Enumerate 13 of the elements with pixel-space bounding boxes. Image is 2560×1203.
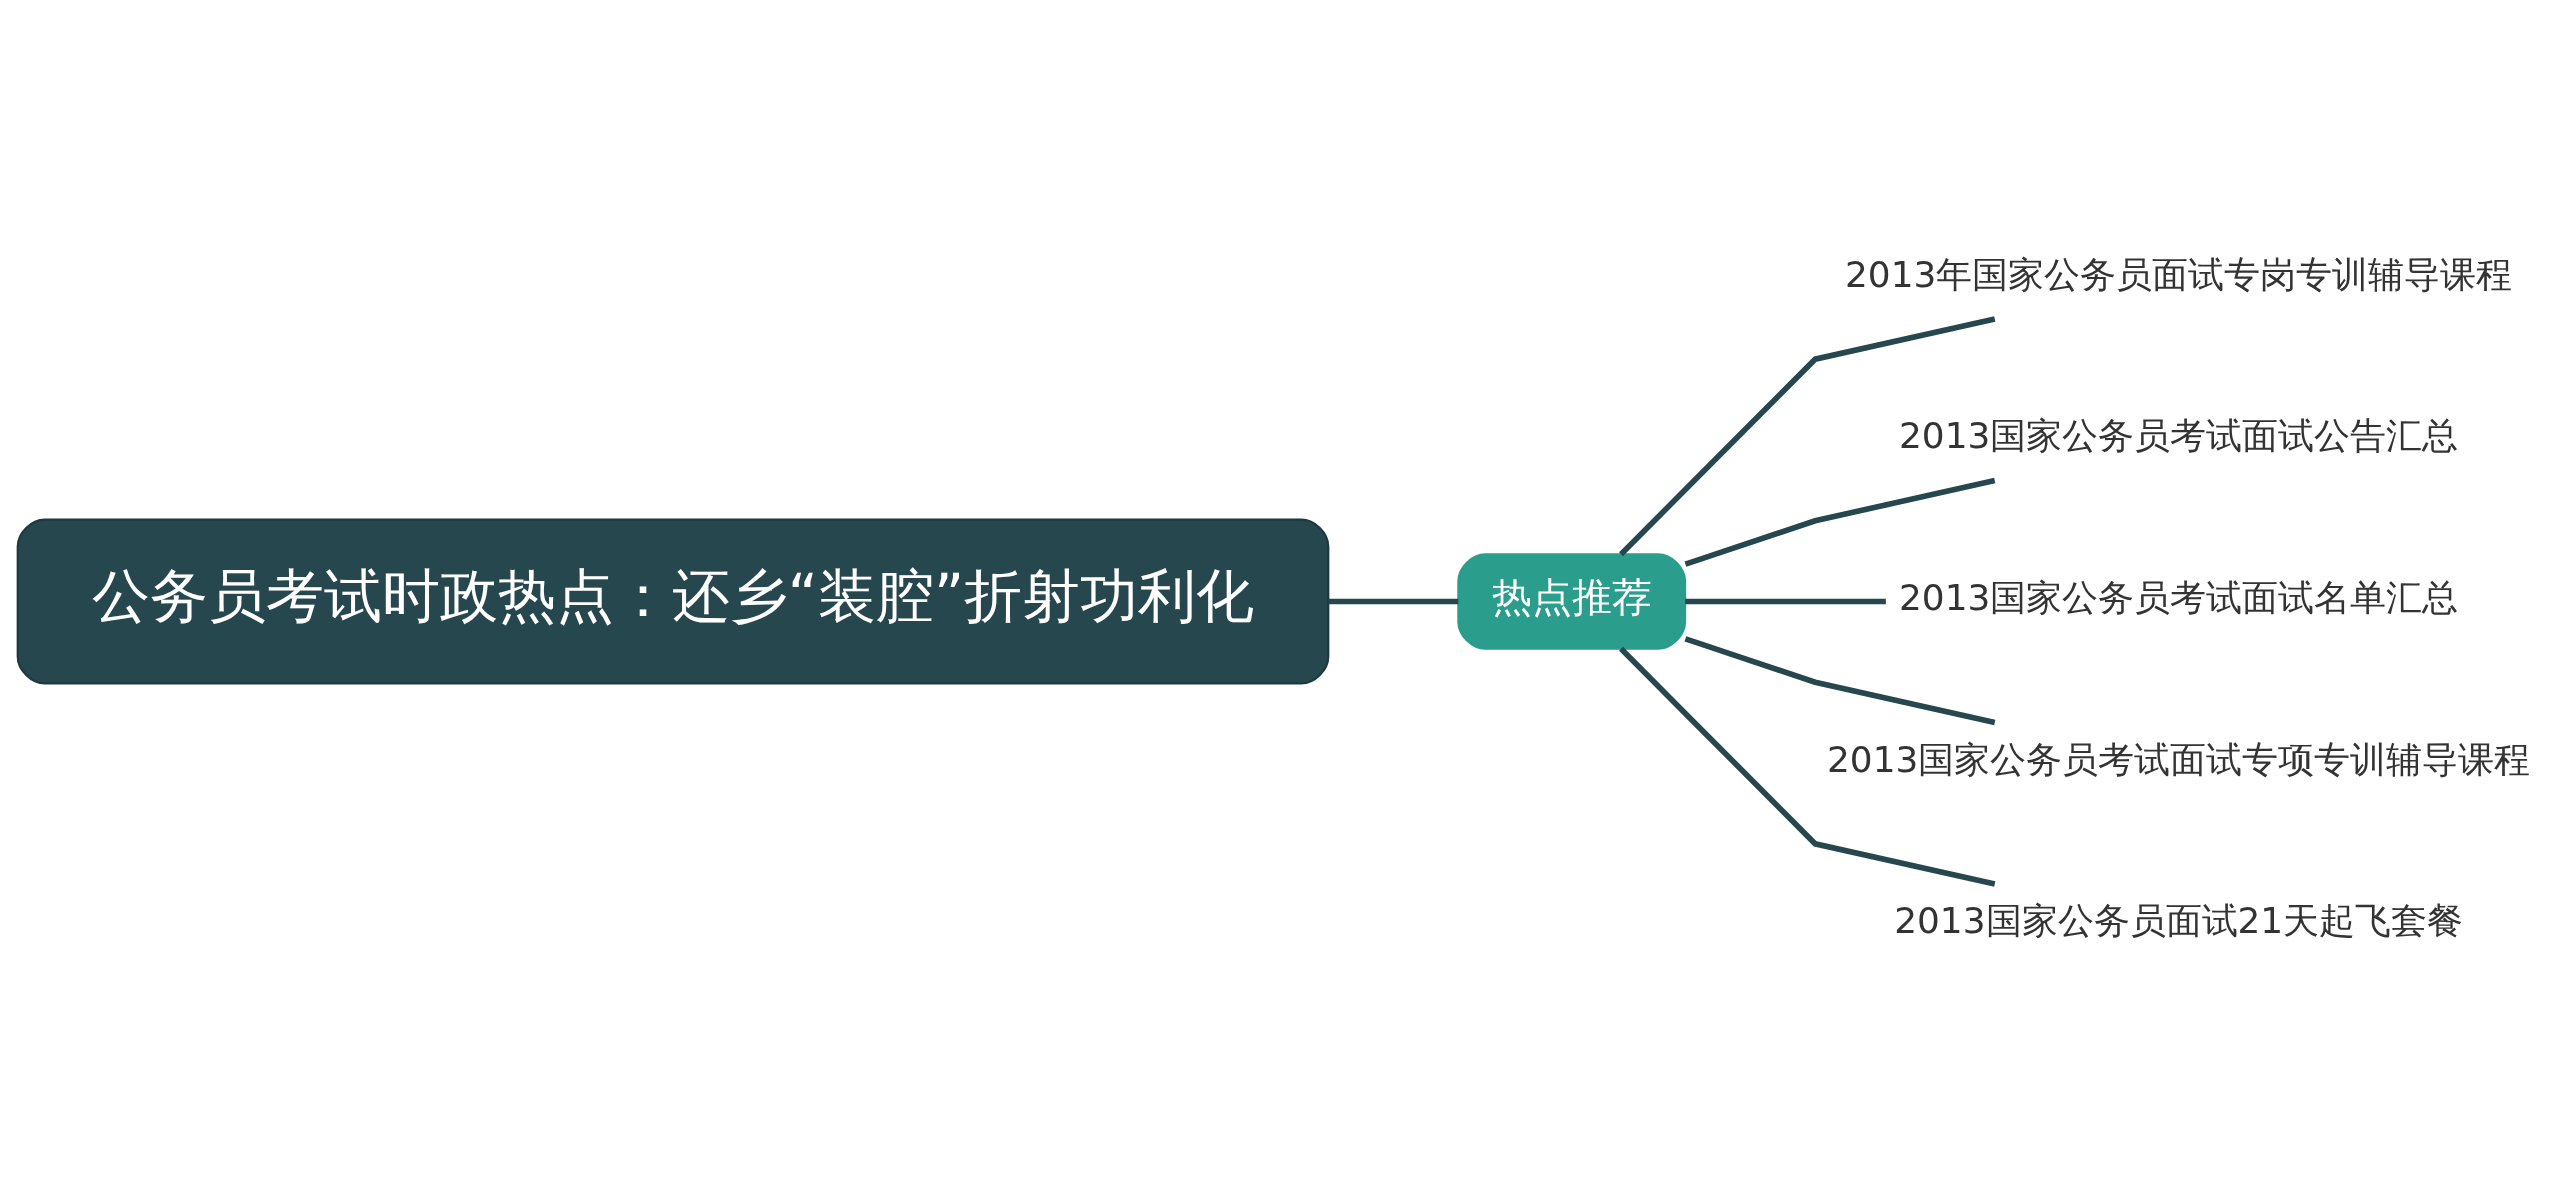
connector bbox=[1684, 636, 1996, 726]
node-box: 热点推荐 bbox=[1457, 553, 1687, 650]
node-text: 2013国家公务员考试面试名单汇总 bbox=[1899, 577, 2459, 619]
node-text: 2013国家公务员面试21天起飞套餐 bbox=[1894, 900, 2464, 942]
node-text: 2013年国家公务员面试专岗专训辅导课程 bbox=[1845, 253, 2513, 295]
connector bbox=[1619, 646, 1996, 887]
connector bbox=[1684, 477, 1996, 567]
node-text: 2013国家公务员考试面试公告汇总 bbox=[1899, 415, 2459, 457]
node-text: 2013国家公务员考试面试专项专训辅导课程 bbox=[1827, 738, 2531, 780]
connector bbox=[1619, 316, 1996, 557]
connector bbox=[1685, 598, 1886, 605]
connector bbox=[1328, 598, 1459, 605]
node-box: 公务员考试时政热点：还乡“装腔”折射功利化 bbox=[16, 518, 1330, 685]
